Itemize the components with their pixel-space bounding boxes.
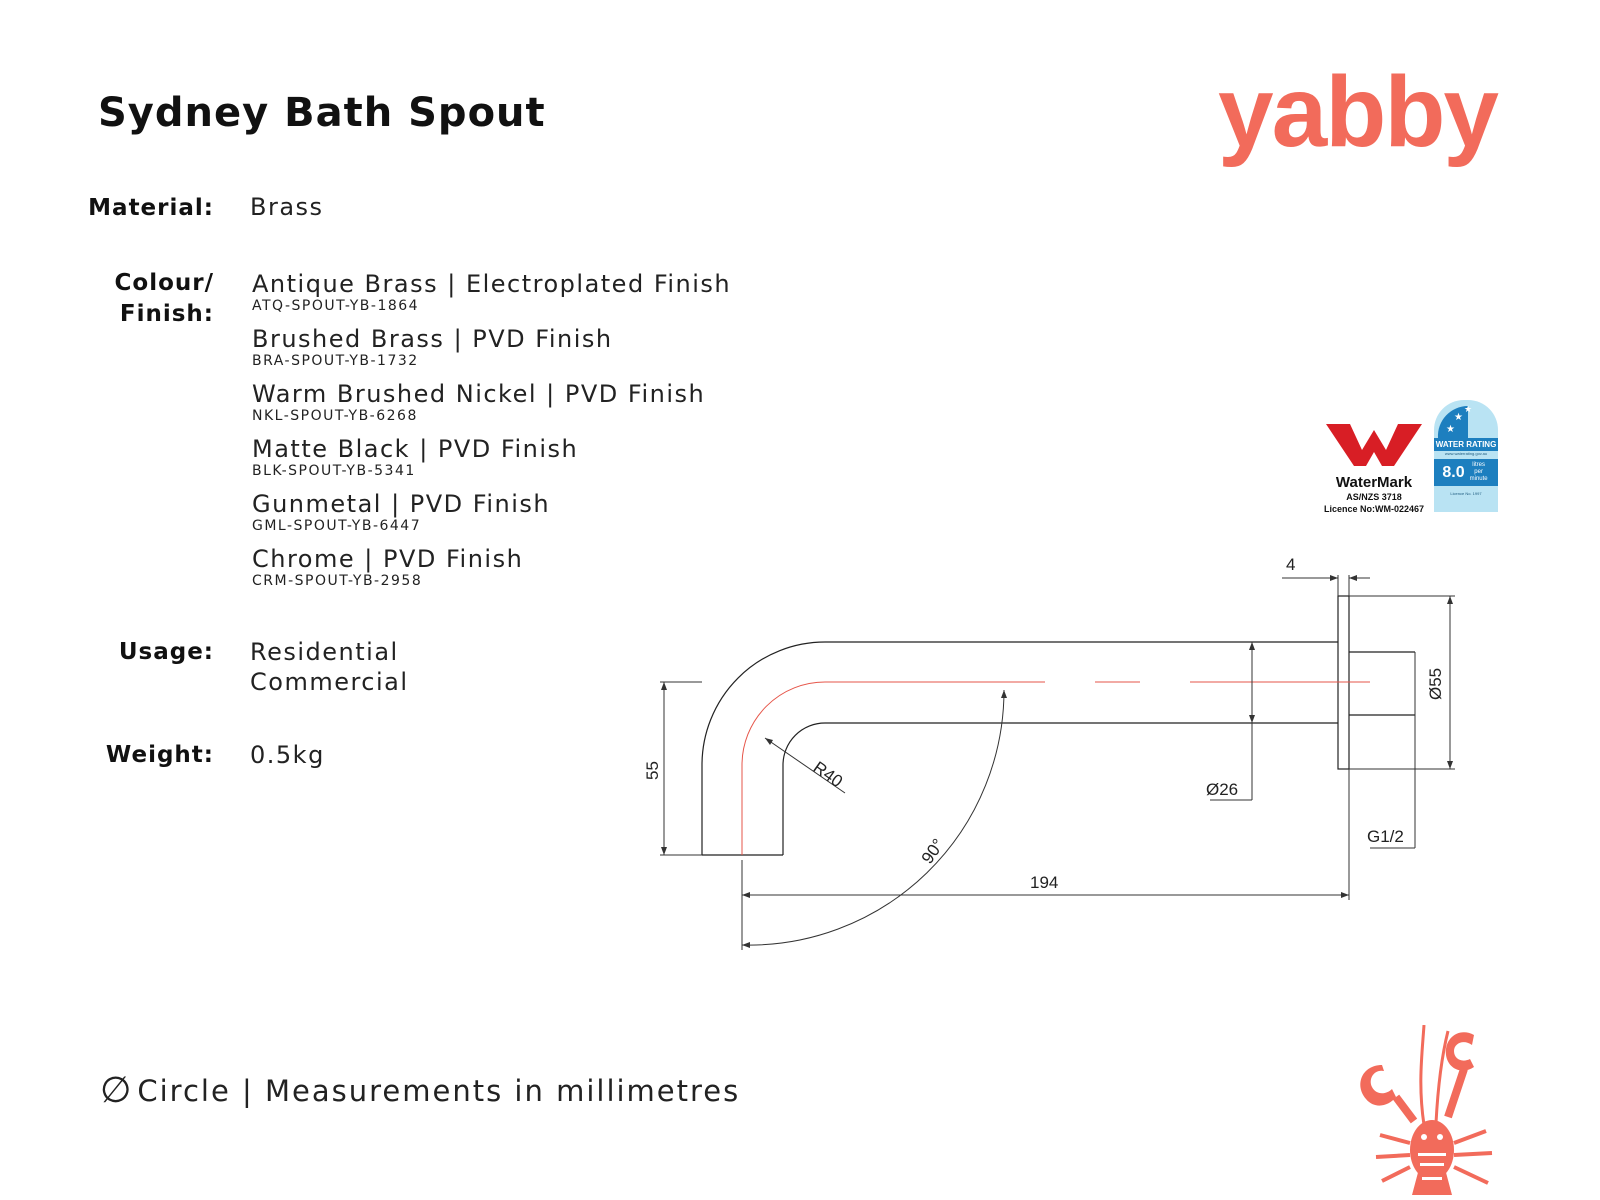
finish-code: GML-SPOUT-YB-6447 [252,518,422,534]
usage-value: Commercial [250,668,409,696]
usage-label: Usage: [118,639,214,665]
spout-inner-outline [782,722,1338,855]
watermark-standard: AS/NZS 3718 [1346,492,1402,502]
centerline [741,681,1370,855]
footer-text: Circle | Measurements in millimetres [137,1073,741,1108]
weight-value: 0.5kg [250,741,325,769]
finish-code: CRM-SPOUT-YB-2958 [252,573,423,589]
dim-pipe-diameter: Ø26 [1206,780,1238,799]
finish-name: Chrome | PVD Finish [252,545,524,573]
dim-angle: 90° [918,835,948,867]
dim-flange-diameter: Ø55 [1426,668,1445,700]
dim-length: 194 [1030,873,1058,892]
finish-name: Warm Brushed Nickel | PVD Finish [252,380,706,408]
water-rating-value-box: 8.0 litres per minute [1434,459,1498,486]
finish-name: Antique Brass | Electroplated Finish [252,270,732,298]
watermark-licence: Licence No:WM-022467 [1323,504,1425,514]
water-rating-licence: Licence No. 1997 [1450,491,1482,496]
page-title: Sydney Bath Spout [98,90,546,136]
dim-flange-thickness: 4 [1286,555,1295,574]
water-rating-badge: ★ ★ ★ WATER RATING www.waterrating.gov.a… [1434,400,1498,512]
colour-label: Colour/ Finish: [14,268,214,330]
finish-item: Antique Brass | Electroplated Finish ATQ… [252,270,731,314]
watermark-logo-icon [1326,424,1422,466]
spout-outer-outline [701,641,1338,855]
weight-label: Weight: [105,742,214,768]
svg-text:★: ★ [1454,412,1463,423]
watermark-badge: WaterMark AS/NZS 3718 Licence No:WM-0224… [1318,420,1430,515]
finish-item: Brushed Brass | PVD Finish BRA-SPOUT-YB-… [252,325,613,369]
water-rating-value: 8.0 [1442,463,1465,481]
finish-code: BRA-SPOUT-YB-1732 [252,353,419,369]
brand-logo: yabby [1218,56,1499,168]
finish-code: BLK-SPOUT-YB-5341 [252,463,416,479]
water-rating-title: WATER RATING [1434,438,1498,451]
watermark-name: WaterMark [1335,474,1413,491]
material-label: Material: [88,195,214,221]
finish-item: Chrome | PVD Finish CRM-SPOUT-YB-2958 [252,545,523,589]
colour-label-line-2: Finish: [119,301,214,327]
finish-name: Matte Black | PVD Finish [252,435,579,463]
usage-value: Residential [250,638,399,666]
finish-name: Gunmetal | PVD Finish [252,490,551,518]
dimension-lines [660,575,1455,950]
colour-label-line-1: Colour/ [114,270,214,296]
lobster-icon [1360,1025,1493,1195]
svg-text:★: ★ [1446,424,1455,435]
finish-item: Gunmetal | PVD Finish GML-SPOUT-YB-6447 [252,490,550,534]
water-rating-unit: litres per minute [1469,462,1488,482]
diameter-symbol: ∅ [100,1070,134,1111]
finish-item: Matte Black | PVD Finish BLK-SPOUT-YB-53… [252,435,578,479]
dimension-arrows [661,575,1453,948]
finish-code: ATQ-SPOUT-YB-1864 [252,298,420,314]
finish-item: Warm Brushed Nickel | PVD Finish NKL-SPO… [252,380,705,424]
dim-radius: R40 [810,758,846,791]
svg-text:★: ★ [1464,404,1472,414]
finish-name: Brushed Brass | PVD Finish [252,325,613,353]
footer-note: ∅ Circle | Measurements in millimetres [100,1070,740,1111]
usage-values: Residential Commercial [250,637,409,697]
finish-code: NKL-SPOUT-YB-6268 [252,408,418,424]
dim-height: 55 [643,761,662,780]
star-rating-icon: ★ ★ ★ [1434,400,1498,438]
dim-thread: G1/2 [1367,827,1404,846]
material-value: Brass [250,193,324,221]
water-rating-site: www.waterrating.gov.au [1444,451,1488,456]
